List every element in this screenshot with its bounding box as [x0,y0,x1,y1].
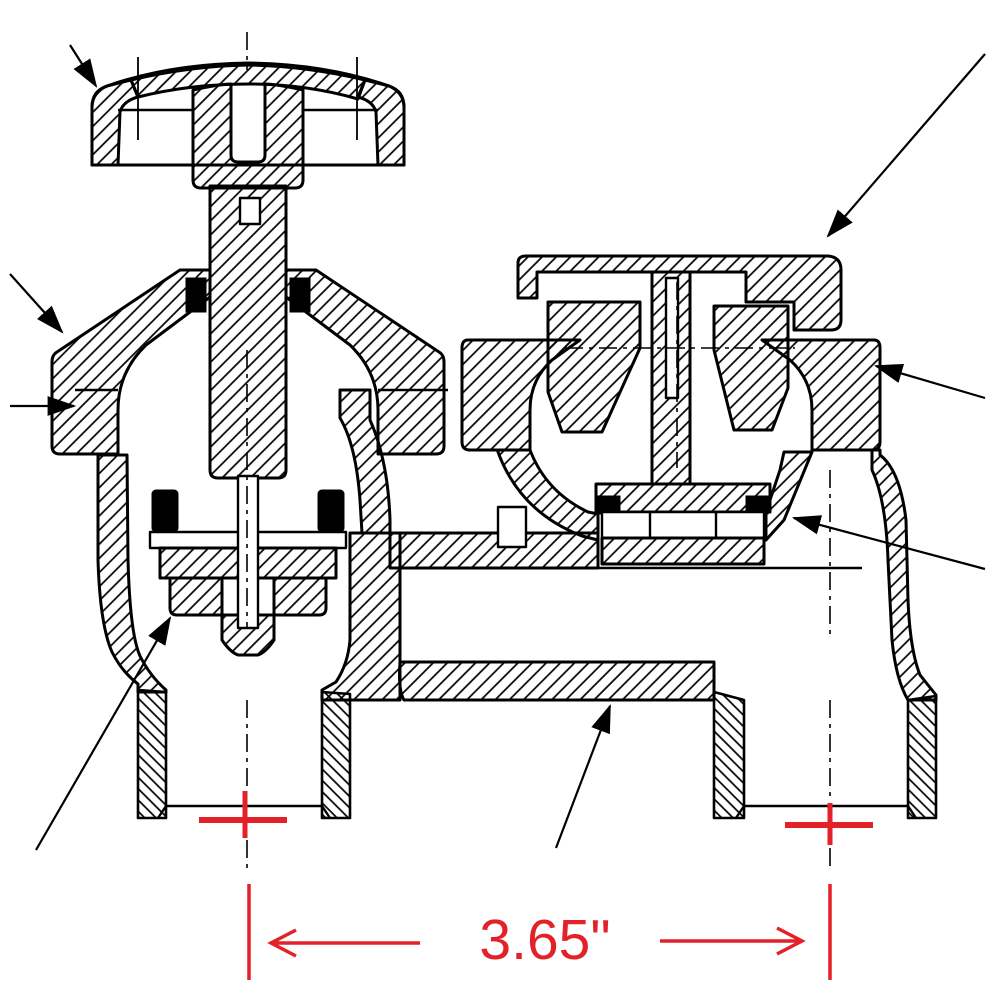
seat-leader [35,616,172,851]
right-breaker-valve [460,254,938,820]
dimension-arrow-right [660,926,806,956]
breaker-disc-base [600,536,766,566]
breaker-seal-leader [873,363,986,400]
float-right [712,304,790,432]
seal-ring-left [151,489,179,533]
handwheel-hub [191,82,305,190]
guide-nut-left [168,576,224,617]
breaker-body [460,338,938,702]
inlet-thread-right [320,690,352,820]
float-left [546,300,642,434]
float-poppet [546,270,790,486]
passage-bore [388,566,864,664]
funnel-left [496,448,600,542]
centerlines [137,32,831,868]
left-shutoff-valve [50,61,448,820]
flange-right [760,338,882,452]
stem-notch [238,196,262,226]
breaker-disc-plate [594,482,772,514]
passage-top-wall [388,531,600,570]
breaker-cap-leader [826,53,986,238]
bonnet-leader [9,273,64,334]
funnel-right [764,450,814,542]
red-annotations: 3.65" [199,791,873,980]
dimension-label: 3.65" [479,908,610,972]
spacer-dividers [648,512,718,538]
stem-tip [220,613,276,657]
inlet-thread-left [136,688,168,820]
handwheel [90,61,406,190]
dimension-3-65: 3.65" [247,884,832,980]
inlet-port [136,688,352,820]
body-right-upper-wall [338,388,392,535]
passage-bottom-wall [398,660,716,702]
seal-ring-right [317,489,345,533]
outlet-thread-left [712,690,746,820]
guide-nut-right [272,576,328,617]
breaker-cap [516,254,843,332]
handwheel-spoke-ticks [137,57,358,140]
outlet-port [712,690,938,820]
bonnet-right-wing [284,268,446,456]
centerline-cross-outlet [785,803,873,845]
passage-step [496,505,528,549]
body-passage-leader [554,703,612,849]
stem-body [208,184,288,480]
leader-lines [9,44,986,851]
outlet-bottom-chamfer [735,804,917,819]
bonnet [50,268,448,456]
flange-left [460,338,582,452]
valve-stem [185,184,311,480]
outlet-thread-right [906,694,938,820]
disc-assembly-right [594,482,772,566]
breaker-disc-spacer [600,510,766,540]
bonnet-left-wing [50,268,212,456]
disc-assembly-left [148,474,348,657]
stem-slot [236,474,260,630]
body-right-wall [870,448,938,702]
breaker-stem-slot [664,276,680,400]
handle-leader [69,44,98,88]
flow-passage [388,505,864,702]
dimension-arrow-left [267,928,420,958]
centerline-cross-inlet [199,791,287,838]
breaker-disc-leader [791,515,986,571]
